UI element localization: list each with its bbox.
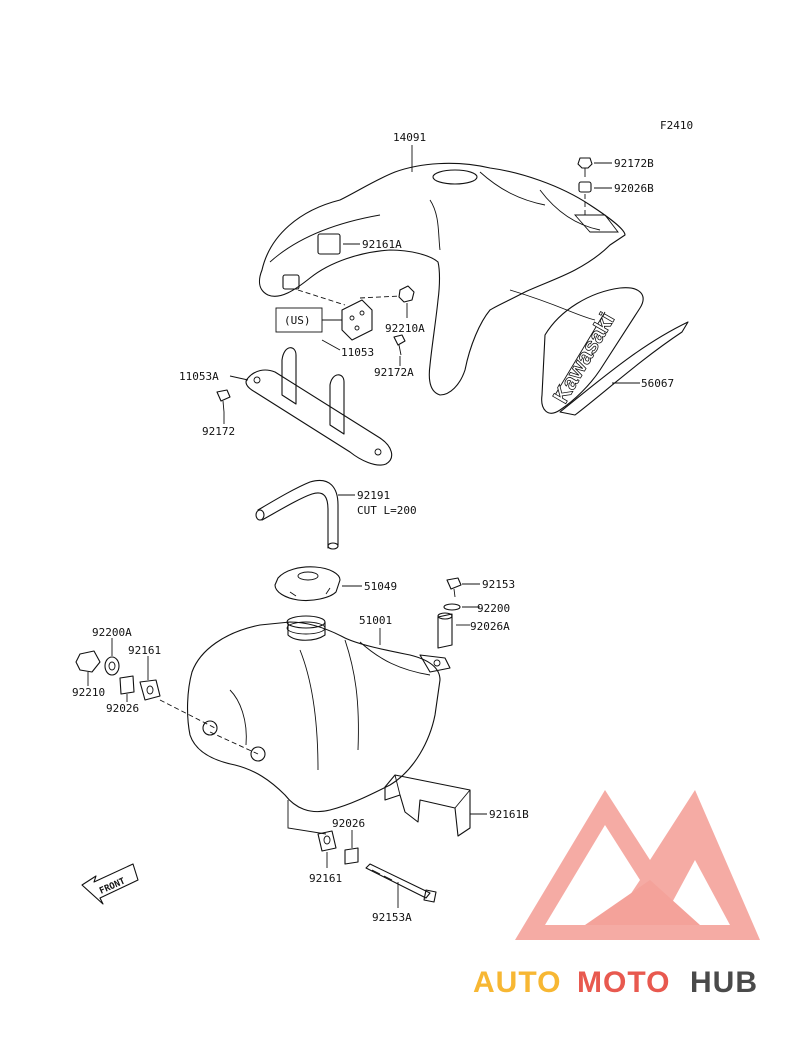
collar-92026-left: [119, 675, 135, 695]
label-92210A: 92210A: [385, 322, 425, 335]
label-cut: CUT L=200: [357, 504, 417, 517]
bracket-11053A: [245, 347, 393, 466]
bracket-92161B: [384, 774, 471, 837]
watermark-auto: AUTO: [473, 966, 561, 999]
nut-92210: [75, 650, 101, 673]
label-92172B: 92172B: [614, 157, 654, 170]
label-92200A: 92200A: [92, 626, 132, 639]
label-92210: 92210: [72, 686, 105, 699]
label-92026-left: 92026: [106, 702, 139, 715]
label-51049: 51049: [364, 580, 397, 593]
front-arrow-icon: FRONT: [81, 863, 139, 905]
label-92161B: 92161B: [489, 808, 529, 821]
cap-51049: [274, 566, 341, 602]
label-11053: 11053: [341, 346, 374, 359]
label-92161-left: 92161: [128, 644, 161, 657]
label-92191: 92191: [357, 489, 390, 502]
watermark-logo: [515, 790, 760, 940]
grommet-92161-left: [139, 679, 161, 701]
label-51001: 51001: [359, 614, 392, 627]
bolt-92172B: [577, 157, 593, 177]
washer-92200A: [104, 656, 120, 676]
collar-92026B: [578, 181, 592, 193]
bolt-92172: [216, 389, 231, 413]
label-92026A: 92026A: [470, 620, 510, 633]
collar-92026-bottom: [344, 847, 359, 865]
label-92153: 92153: [482, 578, 515, 591]
label-92153A: 92153A: [372, 911, 412, 924]
label-56067: 56067: [641, 377, 674, 390]
tank-cover-14091: [258, 162, 626, 396]
watermark-hub: HUB: [690, 966, 758, 999]
bolt-92153A: [365, 863, 437, 903]
label-92026B: 92026B: [614, 182, 654, 195]
label-92161-bottom: 92161: [309, 872, 342, 885]
label-11053A: 11053A: [179, 370, 219, 383]
label-14091: 14091: [393, 131, 426, 144]
label-us: (US): [284, 314, 311, 327]
nut-92210A: [398, 285, 415, 303]
front-label: FRONT: [98, 876, 127, 896]
bolt-92153: [446, 577, 462, 598]
label-92026-bottom: 92026: [332, 817, 365, 830]
decal-56067: Kawasaki: [541, 287, 689, 416]
label-92161A: 92161A: [362, 238, 402, 251]
grommet-92161-bottom: [317, 830, 337, 852]
bracket-11053: [341, 299, 373, 341]
label-92172A: 92172A: [374, 366, 414, 379]
bolt-92172A: [393, 334, 406, 356]
watermark-moto: MOTO: [577, 966, 670, 999]
fuel-tank-51001: [186, 615, 451, 813]
figure-code: F2410: [660, 119, 693, 132]
hose-92191: [255, 480, 339, 550]
collar-92026A: [437, 612, 453, 649]
label-92200: 92200: [477, 602, 510, 615]
washer-92200: [443, 603, 461, 611]
label-92172: 92172: [202, 425, 235, 438]
